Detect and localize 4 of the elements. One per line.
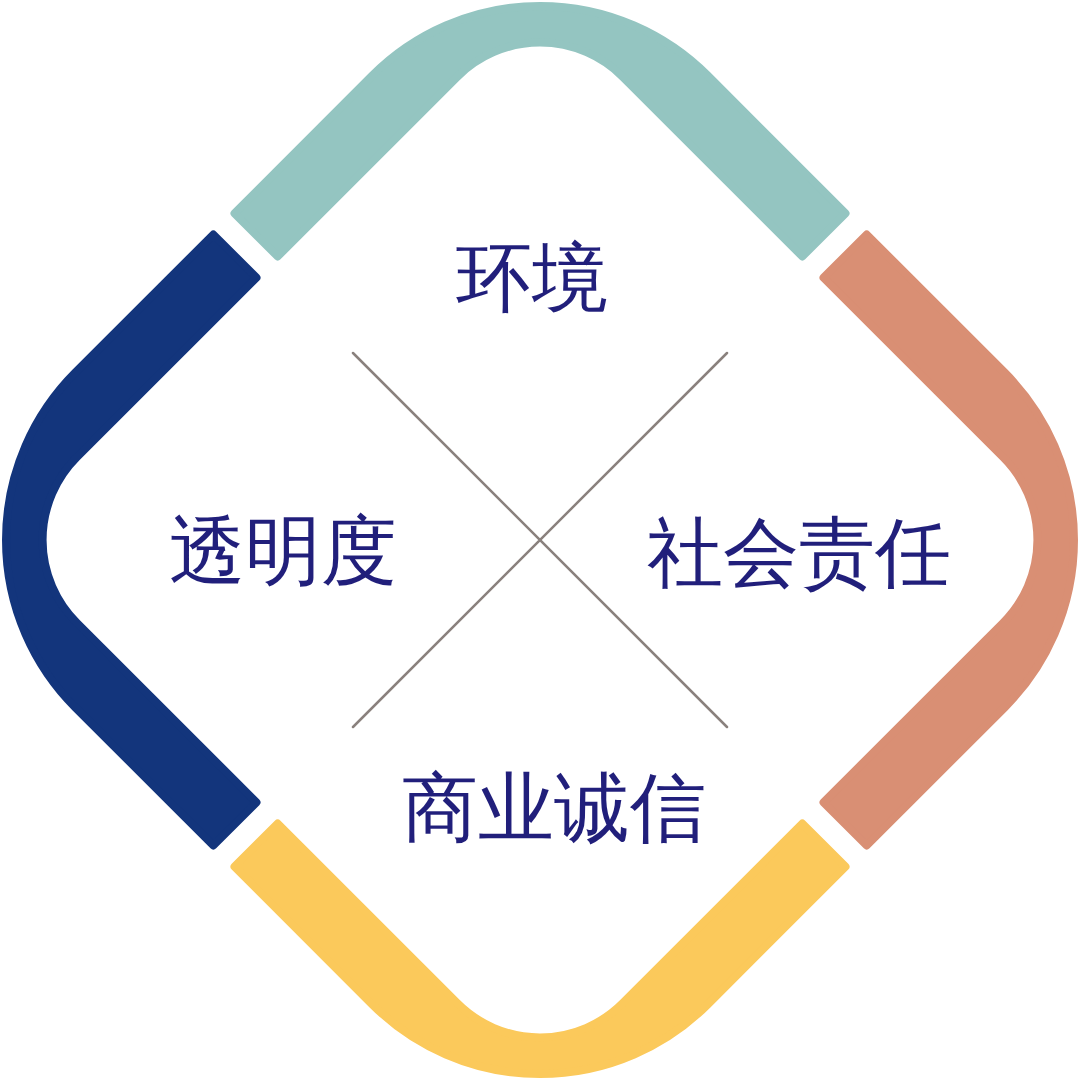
quadrant-label: 透明度 xyxy=(169,513,397,589)
quadrant-label: 商业诚信 xyxy=(402,770,706,846)
quadrant-label: 环境 xyxy=(456,240,608,316)
quadrant-label: 社会责任 xyxy=(647,515,951,591)
